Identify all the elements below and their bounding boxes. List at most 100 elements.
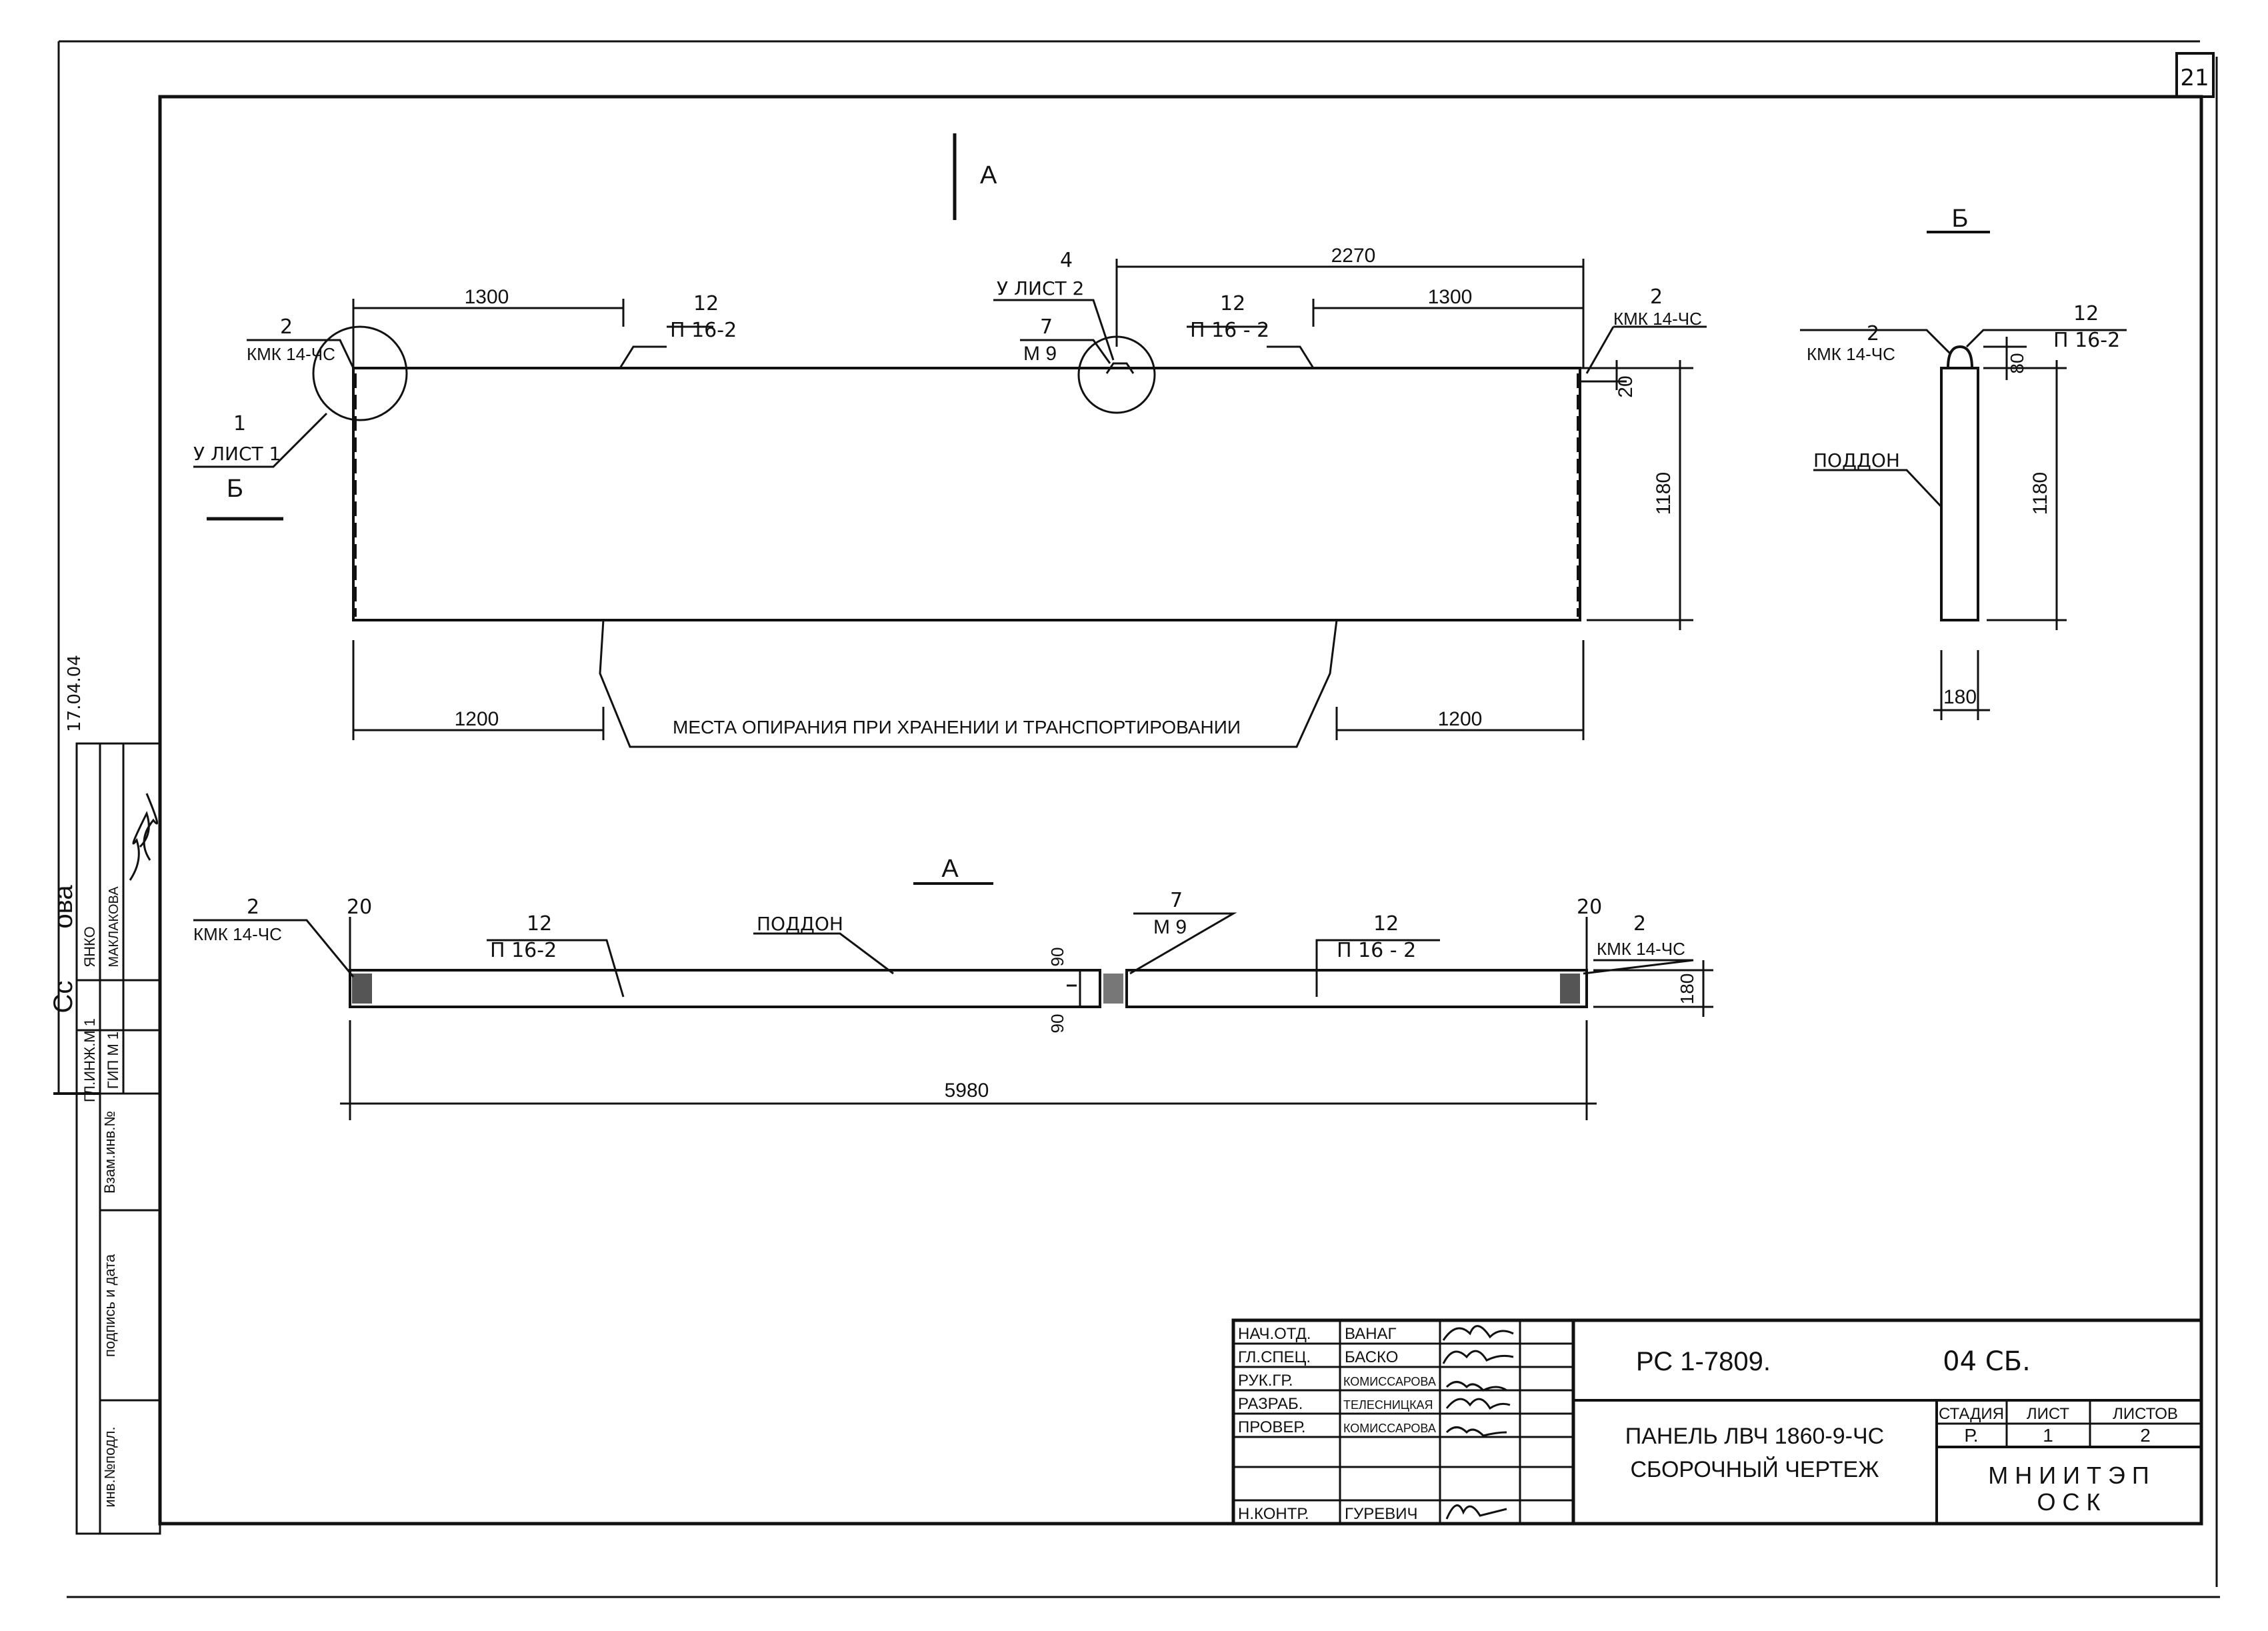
side-dim-80: 80 (2007, 353, 2027, 373)
side-view-text: Б 2 КМК 14-ЧС 12 П 16-2 ПОДДОН 80 1180 1… (1807, 205, 2120, 708)
plan-callout-12-right-num: 12 (1373, 912, 1399, 936)
callout-7-txt: М 9 (1023, 343, 1057, 365)
callout-1-num: 1 (233, 412, 246, 435)
drawing-frame (158, 95, 2203, 1526)
plan-callout-12-right-txt: П 16 - 2 (1337, 939, 1416, 962)
title-block-main-text: РС 1-7809. 04 СБ. ПАНЕЛЬ ЛВЧ 1860-9-ЧС С… (1625, 1346, 2178, 1516)
tb-stage-value: Р. (1964, 1425, 1978, 1446)
tb-name-0: ВАНАГ (1345, 1325, 1397, 1343)
section-a-mark: А (980, 161, 997, 189)
plan-callout-12-left-txt: П 16-2 (490, 939, 557, 962)
sheet-number-box: 21 (2175, 52, 2215, 98)
strip-frag-ova: ова (49, 885, 78, 929)
front-view (193, 133, 1707, 748)
left-strip-text: 17.04.04 Сс ова ГЛ.ИНЖ.М 1 ЯНКО ГИП М 1 … (49, 655, 121, 1508)
section-a-title: А (941, 855, 959, 883)
plan-view (193, 882, 1713, 1120)
strip-vzam: Взам.инв.№ (101, 1111, 118, 1194)
tb-sheets-label: ЛИСТОВ (2113, 1405, 2178, 1423)
tb-name-1: БАСКО (1345, 1348, 1398, 1366)
side-dim-1180: 1180 (2029, 472, 2051, 515)
side-view (1800, 231, 2127, 720)
strip-row1-name: ЯНКО (81, 926, 98, 967)
callout-2-left-txt: КМК 14-ЧС (247, 344, 335, 364)
strip-frag-cc: Сс (49, 981, 78, 1014)
detail-circle-2 (1077, 335, 1156, 414)
dim-20: 20 (1615, 375, 1637, 397)
callout-1-txt: У ЛИСТ 1 (193, 443, 281, 465)
strip-row2-name: МАКЛАКОВА (107, 886, 121, 968)
strip-inv: инв.№подл. (101, 1426, 118, 1507)
tb-name-6: ГУРЕВИЧ (1345, 1505, 1418, 1523)
dim-1300-left: 1300 (465, 286, 509, 308)
panel-front-outline (352, 367, 1581, 621)
plan-dim-20-right: 20 (1577, 896, 1602, 919)
title-block (1231, 1318, 2203, 1526)
sheet-trim (57, 40, 2220, 1598)
tb-sheets-value: 2 (2140, 1425, 2151, 1446)
side-callout-2-num: 2 (1867, 322, 1879, 345)
plan-callout-12-left-num: 12 (527, 912, 552, 936)
left-strip (53, 742, 161, 1535)
tb-sheet-value: 1 (2043, 1425, 2053, 1446)
section-b-mark: Б (227, 475, 243, 503)
strip-date: 17.04.04 (65, 655, 85, 732)
plan-callout-2-left-num: 2 (247, 896, 259, 919)
side-poddon: ПОДДОН (1813, 449, 1900, 471)
callout-4-txt: У ЛИСТ 2 (997, 277, 1084, 299)
callout-12-left-txt: П 16-2 (670, 319, 737, 342)
plan-view-text: А 2 КМК 14-ЧС 20 12 П 16-2 ПОДДОН 90 90 … (193, 855, 1697, 1102)
plan-callout-2-right-txt: КМК 14-ЧС (1597, 939, 1685, 959)
callout-12-right-num: 12 (1220, 292, 1245, 315)
callout-12-right-txt: П 16 - 2 (1190, 319, 1269, 342)
tb-role-1: ГЛ.СПЕЦ. (1238, 1348, 1311, 1366)
support-bracket (599, 619, 1338, 748)
callout-12-left-num: 12 (693, 292, 719, 315)
plan-poddon: ПОДДОН (757, 913, 843, 935)
tb-stage-label: СТАДИЯ (1939, 1405, 2004, 1423)
strip-row1-role: ГЛ.ИНЖ.М 1 (81, 1018, 98, 1102)
dim-2270: 2270 (1331, 245, 1376, 267)
tb-name-3: ТЕЛЕСНИЦКАЯ (1343, 1398, 1433, 1412)
plan-dim-180: 180 (1677, 974, 1697, 1005)
tb-role-4: ПРОВЕР. (1238, 1418, 1306, 1436)
panel-side-outline (1940, 367, 1979, 621)
panel-plan-right (1125, 969, 1588, 1008)
callout-4-num: 4 (1060, 249, 1073, 272)
section-b-title: Б (1952, 205, 1969, 233)
plan-dim-90-top: 90 (1047, 948, 1067, 967)
tb-role-2: РУК.ГР. (1238, 1372, 1293, 1390)
plan-dim-5980: 5980 (945, 1080, 989, 1102)
support-note: МЕСТА ОПИРАНИЯ ПРИ ХРАНЕНИИ И ТРАНСПОРТИ… (673, 717, 1241, 737)
tb-role-3: РАЗРАБ. (1238, 1395, 1303, 1413)
tb-name-4: КОМИССАРОВА (1343, 1422, 1436, 1435)
tb-doc-code: РС 1-7809. (1636, 1347, 1771, 1376)
tb-name-2: КОМИССАРОВА (1343, 1375, 1436, 1388)
detail-circle-1 (312, 325, 408, 421)
dim-1200-right: 1200 (1438, 708, 1483, 730)
callout-7-num: 7 (1040, 315, 1053, 339)
plan-callout-7-num: 7 (1170, 889, 1183, 912)
side-callout-12-txt: П 16-2 (2053, 329, 2120, 352)
callout-2-right-txt: КМК 14-ЧС (1613, 309, 1702, 329)
dim-1300-right: 1300 (1428, 286, 1473, 308)
title-block-signatures (1442, 1325, 1514, 1520)
side-callout-2-txt: КМК 14-ЧС (1807, 344, 1895, 364)
tb-sheet-label: ЛИСТ (2027, 1405, 2070, 1423)
callout-2-left-num: 2 (280, 315, 293, 339)
plan-dim-90-bottom: 90 (1047, 1014, 1067, 1034)
title-block-roles: НАЧ.ОТД. ГЛ.СПЕЦ. РУК.ГР. РАЗРАБ. ПРОВЕР… (1238, 1325, 1436, 1523)
front-view-text: А Б 1300 2270 1300 20 1180 1200 1200 МЕС… (193, 161, 1702, 737)
tb-title-line2: СБОРОЧНЫЙ ЧЕРТЕЖ (1630, 1457, 1879, 1482)
strip-signatures (129, 793, 159, 881)
tb-title-line1: ПАНЕЛЬ ЛВЧ 1860-9-ЧС (1625, 1424, 1884, 1449)
sheet-number: 21 (2180, 65, 2209, 91)
side-callout-12-num: 12 (2073, 302, 2099, 325)
tb-doc-suffix: 04 СБ. (1943, 1346, 2031, 1377)
strip-podpis: подпись и дата (101, 1254, 118, 1357)
tb-org-line1: М Н И И Т Э П (1988, 1462, 2149, 1489)
tb-org-line2: О С К (2037, 1488, 2101, 1516)
plan-dim-20-left: 20 (347, 896, 372, 919)
panel-plan-left (349, 969, 1101, 1008)
